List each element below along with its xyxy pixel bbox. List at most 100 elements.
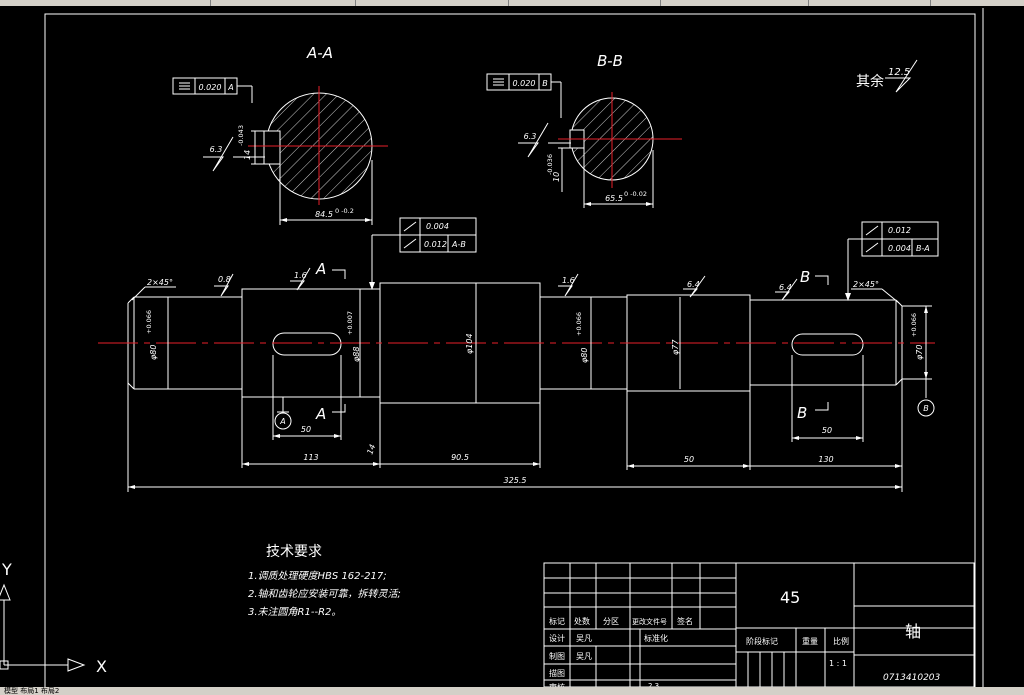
svg-text:12.5: 12.5 [888, 67, 910, 78]
roughness-mark-1-6-b: 1.6 [558, 273, 579, 297]
layout-tabs[interactable]: 模型 布局1 布局2 [4, 687, 60, 695]
technical-requirements: 技术要求 1.调质处理硬度HBS 162-217; 2.轴和齿轮应安装可靠，拆转… [248, 544, 401, 618]
svg-text:标记: 标记 [549, 616, 565, 626]
section-b-title: B-B [597, 52, 623, 70]
svg-text:其余: 其余 [856, 73, 884, 90]
svg-text:φ104: φ104 [465, 333, 474, 354]
svg-text:A: A [227, 83, 233, 92]
svg-text:6.4: 6.4 [779, 283, 792, 292]
cut-label-b-bottom: B [797, 404, 807, 422]
section-a-view: A-A 0.020 A 6.3 14 [172, 44, 388, 225]
dim-total: 325.5 [504, 476, 527, 485]
svg-text:φ77: φ77 [671, 339, 680, 355]
svg-text:φ70: φ70 [915, 345, 924, 360]
ucs-y-label: Y [1, 560, 12, 579]
chamfer-right: 2×45° [853, 280, 879, 289]
cut-label-a-top: A [315, 260, 326, 278]
window-top-strip [0, 0, 1024, 6]
shaft-main-view: φ80 +0.066 φ88 +0.007 φ104 φ80 +0.066 φ7… [98, 260, 935, 492]
part-name: 轴 [905, 622, 921, 641]
svg-text:+0.066: +0.066 [910, 313, 918, 337]
svg-text:更改文件号: 更改文件号 [632, 617, 667, 626]
geo-tolerance-right: 0.012 0.004 B-A [845, 221, 939, 301]
svg-text:14: 14 [243, 150, 252, 160]
keyway-left [272, 332, 342, 356]
section-b-roughness: 6.3 [524, 132, 537, 141]
layout-tab-bar[interactable]: 模型 布局1 布局2 [0, 687, 1024, 695]
geo-tolerance-left: 0.004 0.012 A-B [369, 217, 477, 290]
material-label: 45 [780, 588, 800, 607]
drawing-border [44, 13, 976, 687]
section-a-keyway [263, 130, 281, 165]
svg-text:φ88: φ88 [352, 347, 361, 362]
keyway-right [791, 333, 864, 356]
cut-label-a-bottom: A [315, 405, 326, 423]
roughness-mark-1-6-a: 1.6 [290, 267, 311, 291]
roughness-mark-0-8: 0.8 [214, 273, 234, 297]
section-b-width: 65.5 [605, 194, 623, 203]
svg-text:B: B [542, 79, 548, 88]
svg-text:比例: 比例 [833, 636, 849, 646]
ucs-icon [0, 583, 86, 672]
title-block-text: 标记 处数 分区 更改文件号 签名 设计 制图 描图 审核 吴凡 吴凡 标准化 … [549, 588, 941, 687]
roughness-mark-6-4-a: 6.4 [683, 275, 706, 298]
svg-text:+0.007: +0.007 [346, 311, 354, 335]
remaining-roughness: 其余 12.5 [856, 59, 918, 93]
svg-text:1.6: 1.6 [294, 271, 307, 280]
section-b-tolerance-frame: 0.020 B [486, 73, 562, 118]
svg-text:0.020: 0.020 [199, 83, 222, 92]
svg-text:0.012: 0.012 [888, 226, 911, 235]
tech-item-2: 2.轴和齿轮应安装可靠，拆转灵活; [248, 588, 401, 600]
svg-text:A: A [279, 417, 285, 426]
svg-text:标准化: 标准化 [644, 633, 668, 643]
svg-text:处数: 处数 [574, 616, 590, 626]
datum-a-marker: A [274, 397, 292, 430]
svg-text:0.004: 0.004 [888, 244, 911, 253]
datum-b-marker: B [917, 379, 935, 417]
dim-key-b: 50 [822, 426, 832, 435]
cut-label-b-top: B [800, 268, 810, 286]
svg-text:阶段标记: 阶段标记 [746, 636, 778, 646]
section-a-roughness: 6.3 [210, 145, 223, 154]
section-b-view: B-B 0.020 B 6.3 10 -0.03 [486, 52, 682, 208]
svg-text:签名: 签名 [677, 616, 693, 626]
section-a-tolerance-frame: 0.020 A [172, 77, 253, 103]
tech-title: 技术要求 [266, 544, 322, 560]
svg-text:吴凡: 吴凡 [576, 652, 592, 661]
section-a-title: A-A [306, 44, 333, 62]
svg-text:0.012: 0.012 [424, 240, 447, 249]
dim-130: 130 [818, 455, 833, 464]
roughness-mark-6-4-b: 6.4 [775, 278, 798, 301]
dim-shoulder: 14 [365, 443, 377, 456]
svg-text:B: B [923, 404, 929, 413]
svg-text:10: 10 [552, 172, 561, 182]
svg-text:设计: 设计 [549, 633, 565, 643]
tech-item-1: 1.调质处理硬度HBS 162-217; [248, 570, 387, 582]
svg-text:6.4: 6.4 [687, 280, 700, 289]
svg-text:重量: 重量 [802, 636, 818, 646]
svg-text:A-B: A-B [451, 240, 466, 249]
chamfer-left: 2×45° [147, 278, 173, 287]
svg-text:2 3: 2 3 [648, 682, 659, 687]
svg-text:1 : 1: 1 : 1 [829, 659, 847, 668]
svg-text:0 -0.02: 0 -0.02 [624, 190, 647, 198]
svg-text:0 -0.2: 0 -0.2 [335, 207, 354, 215]
dim-50: 50 [684, 455, 694, 464]
svg-text:0.004: 0.004 [426, 222, 449, 231]
dim-113: 113 [303, 453, 318, 462]
drawing-number: 0713410203 [883, 673, 941, 683]
drawing-sheet: A-A 0.020 A 6.3 14 [0, 8, 984, 687]
dim-90-5: 90.5 [451, 453, 469, 462]
section-a-width: 84.5 [315, 210, 333, 219]
svg-text:描图: 描图 [549, 668, 565, 678]
svg-text:分区: 分区 [603, 617, 619, 626]
svg-text:审核: 审核 [549, 682, 565, 687]
title-block [543, 562, 975, 687]
svg-text:-0.043: -0.043 [237, 125, 245, 146]
svg-text:φ80: φ80 [149, 345, 158, 360]
svg-text:0.8: 0.8 [218, 275, 231, 284]
svg-text:制图: 制图 [549, 651, 565, 661]
dim-key-a: 50 [301, 425, 311, 434]
svg-text:0.020: 0.020 [513, 79, 536, 88]
